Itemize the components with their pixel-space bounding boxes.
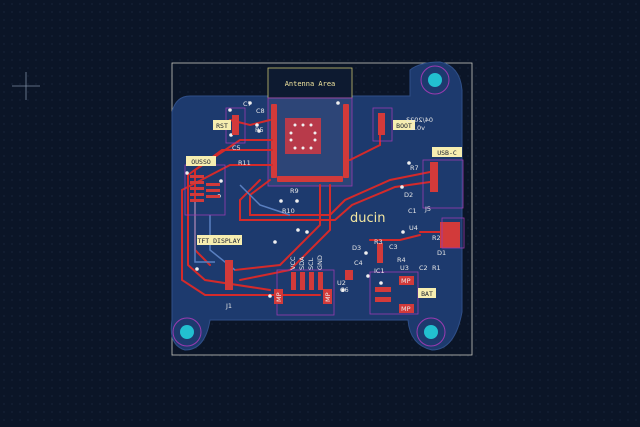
ref-c5: C5 — [232, 144, 241, 152]
svg-text:v0.1: v0.1 — [411, 124, 425, 132]
antenna-area-label: Antenna Area — [285, 80, 336, 88]
logo-text: ducin — [350, 211, 386, 226]
ref-j1: J1 — [225, 302, 232, 310]
mp-pad-label: MP — [399, 304, 414, 313]
ref-r9: R9 — [290, 187, 299, 195]
date-version-mirrored: 04/2023 v0.1 — [406, 116, 433, 132]
pin-label-scl: SCL — [307, 257, 315, 270]
board-copper-fill — [170, 61, 463, 351]
mp-pad-label: MP — [399, 276, 414, 285]
component-pads — [190, 113, 460, 302]
svg-text:MP: MP — [275, 292, 283, 302]
ref-c4: C4 — [354, 259, 363, 267]
svg-text:BAT: BAT — [421, 290, 433, 298]
mp-pad-label: MP — [274, 289, 283, 304]
ref-r11: R11 — [238, 159, 251, 167]
ref-r7: R7 — [410, 164, 419, 172]
ref-c2: C2 — [419, 264, 428, 272]
ref-c6: C6 — [340, 286, 349, 294]
svg-text:MP: MP — [324, 292, 332, 302]
svg-text:RST: RST — [216, 122, 228, 130]
ref-r5: R5 — [255, 126, 264, 134]
silk-label-oled: OUSSO — [186, 156, 216, 166]
pin-label-gnd: GND — [316, 255, 324, 270]
silk-label-usbc: USB-C — [432, 147, 462, 157]
svg-text:TFT DISPLAY: TFT DISPLAY — [197, 237, 240, 245]
ref-c7: C7 — [243, 100, 252, 108]
ref-j5: J5 — [424, 205, 431, 213]
mp-pad-label: MP — [323, 289, 332, 304]
mounting-holes — [172, 65, 450, 347]
svg-text:BOOT: BOOT — [396, 122, 412, 130]
pin-label-sda: SDA — [298, 256, 306, 270]
thermal-vias — [289, 123, 317, 150]
ref-c8: C8 — [256, 107, 265, 115]
ref-u2: U2 — [337, 279, 346, 287]
silk-label-bat: BAT — [418, 288, 436, 298]
svg-text:MP: MP — [401, 277, 411, 285]
ref-r2: R2 — [432, 234, 441, 242]
silk-label-tft: TFT DISPLAY — [197, 235, 242, 245]
pin-label-vcc: VCC — [289, 256, 297, 270]
silk-label-boot: BOOT — [393, 120, 415, 130]
ref-r3: R3 — [374, 238, 383, 246]
ref-u3: U3 — [400, 264, 409, 272]
mp-labels: MP MP MP MP — [274, 276, 414, 313]
svg-text:04/2023: 04/2023 — [406, 116, 433, 124]
silk-label-rst: RST — [213, 120, 231, 130]
ref-r4: R4 — [397, 256, 406, 264]
ref-u4: U4 — [409, 224, 418, 232]
ref-d3: D3 — [352, 244, 361, 252]
mcu-pads — [271, 104, 349, 182]
ref-r1: R1 — [432, 264, 441, 272]
svg-text:OUSSO: OUSSO — [191, 158, 211, 166]
ref-r10: R10 — [282, 207, 295, 215]
ref-c1: C1 — [408, 207, 417, 215]
svg-text:MP: MP — [401, 305, 411, 313]
svg-text:USB-C: USB-C — [437, 149, 457, 157]
ref-d1: D1 — [437, 249, 446, 257]
ref-c3: C3 — [389, 243, 398, 251]
ic1-label: IC1 — [374, 267, 385, 275]
courtyards — [184, 107, 465, 316]
crosshair-cursor-icon — [12, 72, 40, 100]
ref-d2: D2 — [404, 191, 413, 199]
